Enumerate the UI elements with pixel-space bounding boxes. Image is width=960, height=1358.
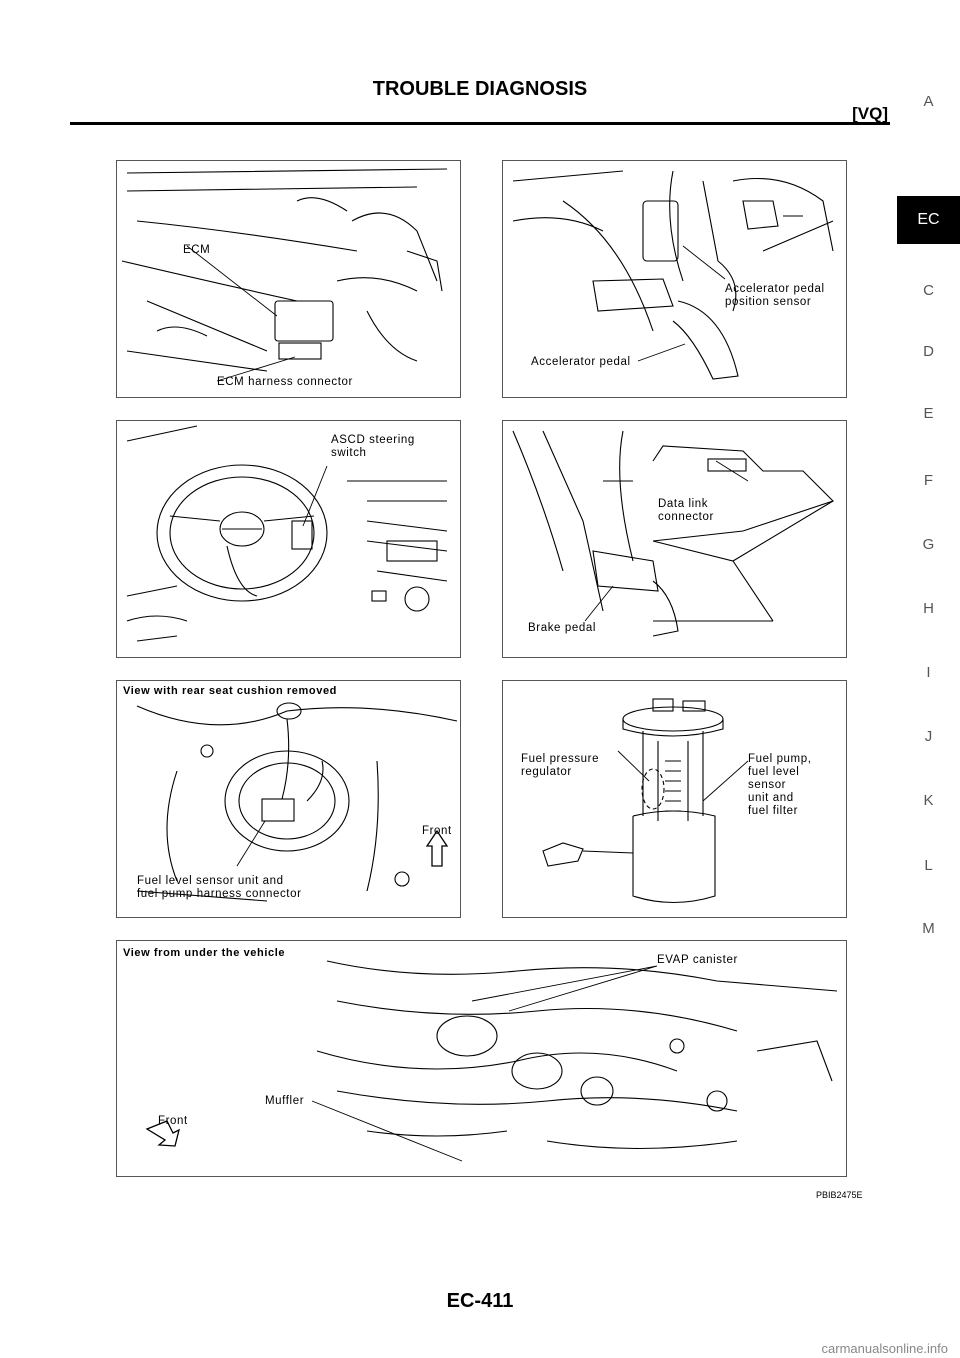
ecm-label: ECM [183, 244, 211, 256]
side-tab-g[interactable]: G [922, 536, 935, 553]
ecm-harness-connector-label: ECM harness connector [217, 376, 353, 388]
brake-pedal-illustration [512, 430, 835, 637]
data-link-connector-panel: Data link connector Brake pedal [502, 420, 847, 658]
header-rule [70, 122, 890, 125]
side-tab-a[interactable]: A [923, 93, 934, 110]
fuel-pump-assembly-illustration [542, 698, 749, 904]
fuel-pump-assembly-panel: Fuel pressure regulator Fuel pump, fuel … [502, 680, 847, 918]
steering-wheel-illustration [126, 425, 448, 642]
side-tab-h[interactable]: H [923, 600, 934, 617]
page-title: TROUBLE DIAGNOSIS [372, 78, 588, 100]
front-direction-label-under: Front [158, 1115, 188, 1127]
ecm-location-panel: ECM ECM harness connector [116, 160, 461, 398]
accelerator-pedal-illustration [512, 170, 834, 380]
page-number: EC-411 [446, 1290, 514, 1312]
under-vehicle-view-heading: View from under the vehicle [123, 947, 286, 959]
front-direction-label: Front [422, 825, 452, 837]
brake-pedal-label: Brake pedal [528, 622, 596, 634]
fuel-pump-unit-label: Fuel pump, fuel level sensor unit and fu… [748, 753, 812, 817]
fuel-level-sensor-panel: View with rear seat cushion removed Fron… [116, 680, 461, 918]
ascd-steering-switch-label: ASCD steering switch [331, 434, 415, 459]
fuel-level-sensor-connector-label: Fuel level sensor unit and fuel pump har… [137, 875, 302, 900]
accelerator-pedal-label: Accelerator pedal [531, 356, 631, 368]
accelerator-pedal-position-sensor-label: Accelerator pedal position sensor [725, 283, 825, 308]
side-tab-d[interactable]: D [923, 343, 934, 360]
muffler-label: Muffler [265, 1095, 305, 1107]
accelerator-pedal-panel: Accelerator pedal position sensor Accele… [502, 160, 847, 398]
side-tab-f[interactable]: F [923, 472, 934, 489]
rear-seat-view-heading: View with rear seat cushion removed [123, 685, 337, 697]
side-tab-i[interactable]: I [926, 664, 931, 681]
fuel-pressure-regulator-label: Fuel pressure regulator [521, 753, 600, 778]
fuel-tank-top-illustration [136, 702, 458, 902]
side-tab-l[interactable]: L [924, 857, 933, 874]
side-tab-c[interactable]: C [923, 282, 934, 299]
side-tab-j[interactable]: J [924, 728, 933, 745]
figure-id: PBIB2475E [816, 1190, 863, 1200]
side-tab-e[interactable]: E [923, 405, 934, 422]
evap-canister-label: EVAP canister [657, 954, 738, 966]
data-link-connector-label: Data link connector [658, 498, 714, 523]
underbody-illustration [145, 960, 838, 1162]
watermark: carmanualsonline.info [821, 1341, 948, 1356]
side-tab-k[interactable]: K [923, 792, 934, 809]
side-tab-m[interactable]: M [922, 920, 935, 937]
ecm-illustration [121, 168, 448, 382]
ascd-steering-switch-panel: ASCD steering switch [116, 420, 461, 658]
side-tab-ec-active[interactable]: EC [897, 196, 960, 244]
evap-canister-panel: View from under the vehicle EVAP caniste… [116, 940, 847, 1177]
engine-variant-label: [VQ] [852, 104, 888, 123]
